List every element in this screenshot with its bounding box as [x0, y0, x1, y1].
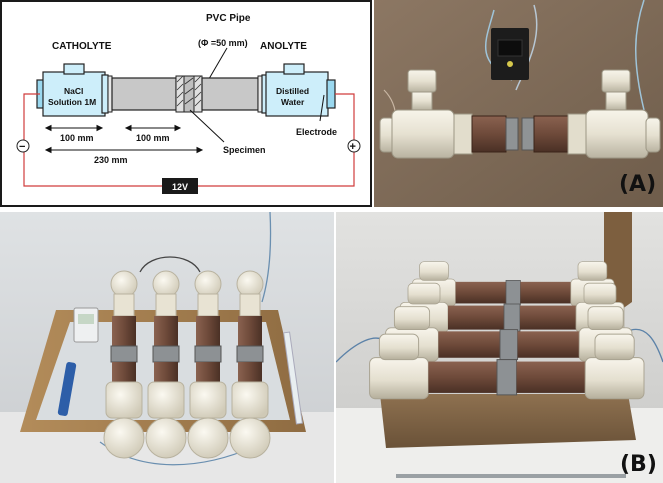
minus-terminal — [16, 139, 30, 153]
cell-rows-side — [369, 261, 645, 400]
dim-left-label: 100 mm — [60, 133, 94, 143]
anolyte-solution-line2: Water — [281, 97, 305, 107]
schematic-svg: CATHOLYTE ANOLYTE PVC Pipe (Φ =50 mm) Na… — [16, 13, 361, 194]
plus-sign: + — [350, 141, 356, 153]
right-t-fitting — [567, 69, 661, 159]
electrode-label: Electrode — [296, 127, 337, 137]
pvc-diameter-label: (Φ =50 mm) — [198, 38, 248, 48]
dimension-lines — [44, 124, 204, 154]
panel-label-b: (B) — [620, 452, 657, 477]
anolyte-solution-line1: Distilled — [276, 86, 309, 96]
electrode-pointer — [319, 94, 325, 122]
photo-a-illustration — [374, 0, 663, 207]
voltage-label: 12V — [172, 182, 188, 192]
photo-b2-illustration — [336, 212, 663, 483]
dim-total-label: 230 mm — [94, 155, 128, 165]
anolyte-label: ANOLYTE — [260, 41, 307, 52]
battery — [162, 178, 198, 194]
photo-b-top-view — [0, 212, 334, 483]
schematic-diagram: CATHOLYTE ANOLYTE PVC Pipe (Φ =50 mm) Na… — [0, 0, 372, 207]
cell-array-top — [103, 270, 271, 459]
specimen-pointer — [189, 109, 225, 143]
minus-sign: − — [19, 141, 25, 153]
panel-label-a: (A) — [619, 172, 657, 197]
plus-terminal — [347, 139, 361, 153]
power-supply — [491, 28, 529, 80]
catholyte-vessel — [36, 63, 109, 117]
dim-mid-label: 100 mm — [136, 133, 170, 143]
left-t-fitting — [379, 69, 473, 159]
pvc-pipe-label: PVC Pipe — [206, 13, 251, 24]
anolyte-vessel — [261, 63, 336, 117]
catholyte-solution-line2: Solution 1M — [48, 97, 96, 107]
photo-b1-illustration — [0, 212, 334, 483]
catholyte-solution-line1: NaCl — [64, 86, 83, 96]
photo-b-side-view: (B) — [336, 212, 663, 483]
photo-a: (A) — [374, 0, 663, 207]
pvc-pipe-center — [107, 75, 263, 113]
catholyte-label: CATHOLYTE — [52, 41, 112, 52]
specimen-label: Specimen — [223, 145, 266, 155]
